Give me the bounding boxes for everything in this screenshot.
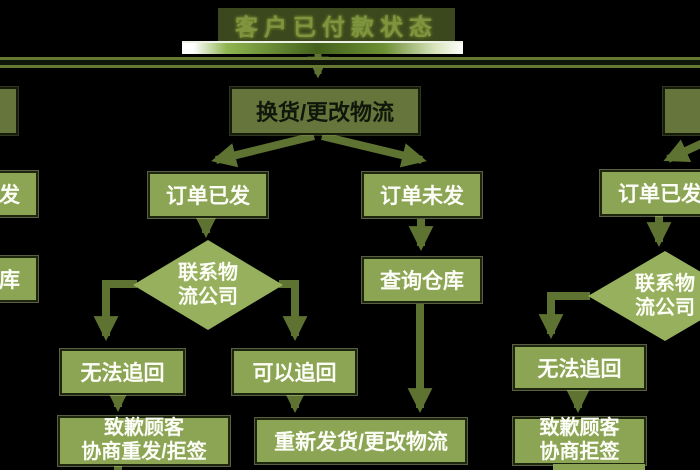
node-can-recall: 可以追回 xyxy=(232,349,357,395)
arrow-diamond-right-to-can-recall xyxy=(279,280,308,341)
decision-text-line2: 流公司 xyxy=(635,297,695,319)
chart-title: 客户已付款状态 xyxy=(218,8,455,41)
node-apologize-resend: 致歉顾客 协商重发/拒签 xyxy=(58,416,230,466)
decision-text-line2: 流公司 xyxy=(178,286,238,308)
node-order-shipped-right: 订单已发 xyxy=(600,170,700,216)
node-text-line2: 协商重发/拒签 xyxy=(81,441,207,463)
node-exchange-change-logistics: 换货/更改物流 xyxy=(230,87,420,135)
node-reship-change-logistics: 重新发货/更改物流 xyxy=(255,418,467,464)
decision-contact-logistics-left: 联系物 流公司 xyxy=(133,240,283,330)
node-text-line1: 致歉顾客 xyxy=(539,417,620,440)
arrow-right-branch-to-shipped-right xyxy=(663,139,700,163)
cut-box-sliver-bottom-right xyxy=(553,464,645,470)
node-order-not-shipped: 订单未发 xyxy=(362,172,482,218)
node-order-shipped-left: 订单已发 xyxy=(148,172,268,218)
partial-left-branch-node xyxy=(0,87,18,135)
node-cannot-recall-left: 无法追回 xyxy=(60,349,185,395)
node-text-line1: 致歉顾客 xyxy=(104,417,184,440)
node-check-warehouse: 查询仓库 xyxy=(362,257,482,303)
partial-right-branch-node xyxy=(663,87,700,135)
decision-contact-logistics-right: 联系物 流公司 xyxy=(588,251,700,341)
arrow-diamond-right-branch-to-cannot-recall xyxy=(538,292,590,339)
node-cannot-recall-right: 无法追回 xyxy=(513,345,646,390)
partial-left-order-not-shipped: 订单未发 xyxy=(0,171,38,217)
decision-text-line1: 联系物 xyxy=(635,273,695,295)
branch-distribution-line xyxy=(0,57,700,68)
decision-text-line1: 联系物 xyxy=(178,262,238,284)
arrow-root-to-shipped-left xyxy=(211,132,315,168)
partial-left-check-warehouse: 查询仓库 xyxy=(0,256,38,302)
node-text-line2: 协商拒签 xyxy=(539,441,620,463)
arrow-root-to-not-shipped xyxy=(321,132,427,168)
title-divider-bar xyxy=(182,41,463,54)
node-apologize-reject: 致歉顾客 协商拒签 xyxy=(513,417,646,465)
arrow-diamond-left-to-cannot-recall xyxy=(93,280,137,341)
